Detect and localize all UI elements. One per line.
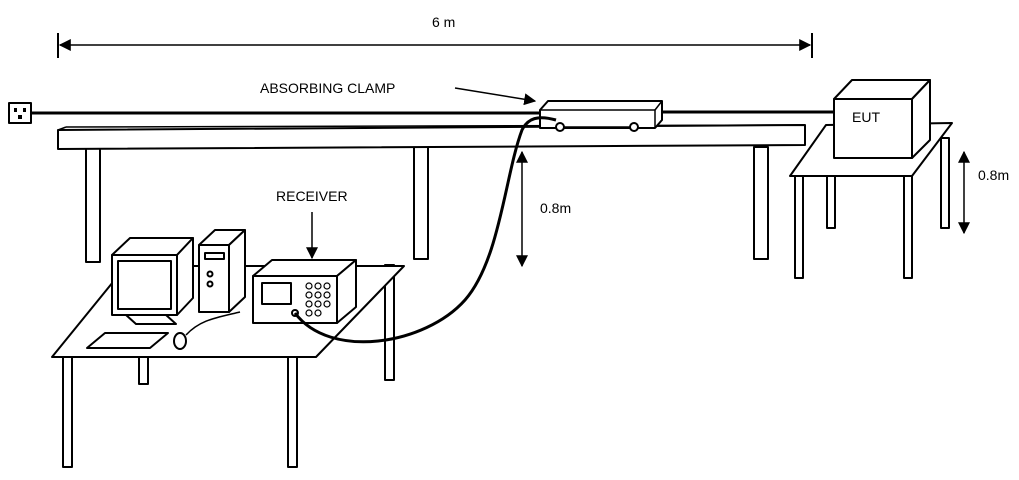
- keyboard-icon: [86, 332, 169, 349]
- absorbing-clamp-icon: [539, 100, 663, 132]
- receiver-label: RECEIVER: [276, 188, 348, 204]
- height-dimension-center: 0.8m: [516, 150, 571, 268]
- height-dimension-right: 0.8m: [958, 150, 1009, 235]
- distance-label: 6 m: [432, 14, 455, 30]
- height-label-right: 0.8m: [978, 167, 1009, 183]
- power-outlet-icon: [8, 102, 32, 124]
- receiver-instrument-icon: [252, 259, 357, 324]
- absorbing-clamp-callout: ABSORBING CLAMP: [260, 80, 537, 106]
- eut-box-icon: EUT: [833, 79, 931, 159]
- eut-label: EUT: [852, 109, 880, 125]
- power-cable: [31, 110, 836, 115]
- height-label-center: 0.8m: [540, 200, 571, 216]
- computer-tower-icon: [198, 229, 246, 313]
- absorbing-clamp-label: ABSORBING CLAMP: [260, 80, 395, 96]
- receiver-callout: RECEIVER: [276, 188, 348, 260]
- mouse-icon: [173, 332, 187, 350]
- distance-dimension: 6 m: [57, 14, 813, 58]
- computer-monitor-icon: [111, 237, 194, 325]
- mouse-cable: [185, 311, 241, 336]
- coax-cable: [293, 116, 557, 344]
